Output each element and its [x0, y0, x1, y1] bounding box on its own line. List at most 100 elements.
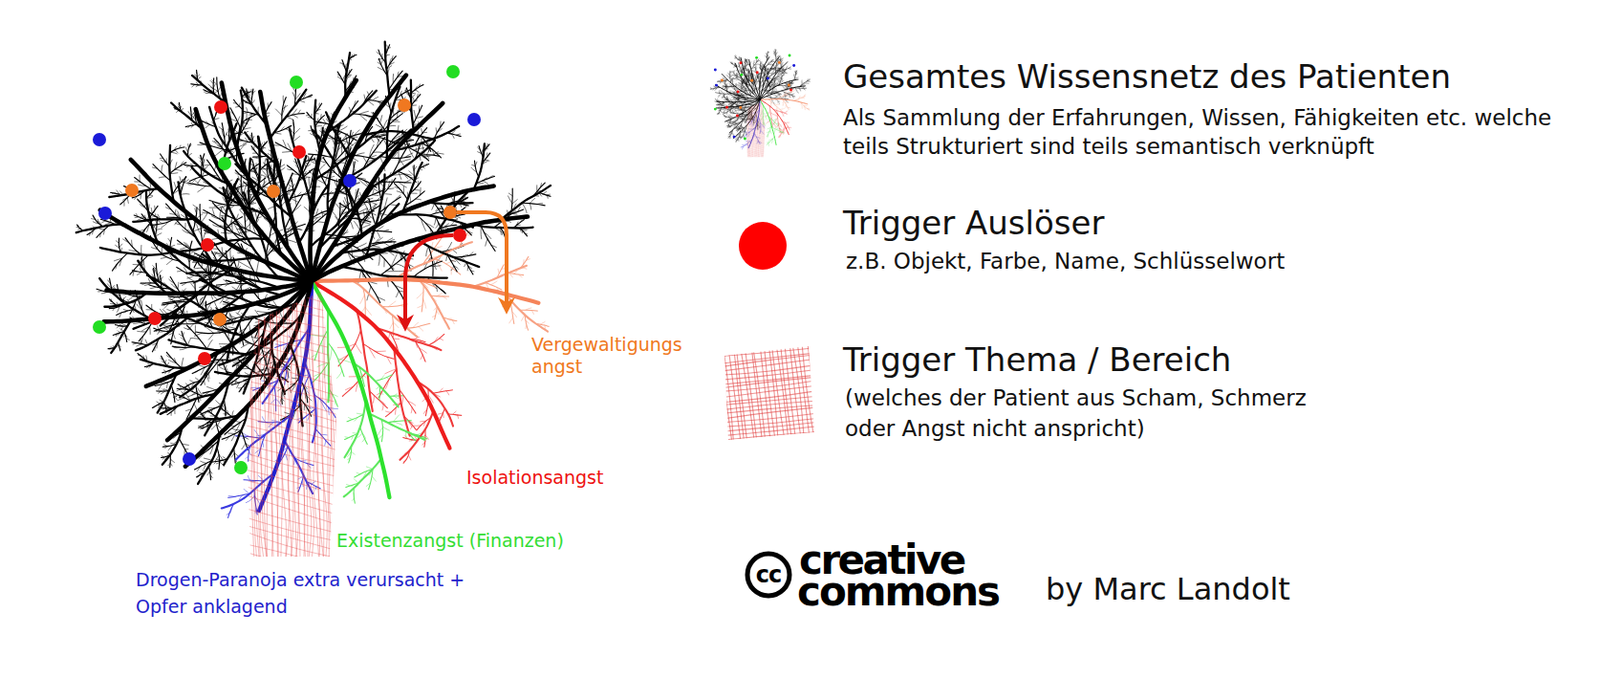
branch [140, 245, 142, 256]
branch [376, 230, 381, 238]
branch [203, 164, 212, 166]
branch [174, 169, 182, 172]
branch [255, 212, 258, 219]
branch [323, 123, 327, 128]
branch [416, 291, 424, 299]
branch [408, 454, 411, 460]
branch [133, 322, 141, 324]
branch [433, 216, 435, 225]
branch [360, 294, 366, 304]
branch [435, 222, 439, 228]
branch [355, 152, 365, 155]
branch [367, 91, 368, 95]
branch [336, 369, 343, 378]
branch [194, 267, 202, 270]
branch [372, 96, 378, 100]
branch [359, 110, 368, 114]
knowledge-tree [76, 42, 551, 585]
branch [127, 197, 129, 204]
branch [193, 227, 204, 232]
branch [521, 314, 525, 321]
branch [197, 186, 206, 193]
branch [368, 144, 374, 157]
branch [231, 316, 237, 319]
branch [230, 248, 233, 265]
branch [393, 414, 400, 422]
branch [181, 357, 184, 368]
branch [426, 246, 430, 257]
branch [187, 277, 195, 282]
branch [162, 308, 168, 313]
branch [353, 220, 360, 230]
branch [385, 270, 404, 272]
branch [329, 347, 332, 361]
branch [383, 193, 392, 195]
branch [395, 290, 399, 297]
branch [160, 257, 167, 260]
branch [509, 317, 514, 324]
branch [369, 201, 377, 205]
branch [290, 197, 299, 202]
branch [241, 443, 246, 450]
branch [423, 298, 427, 308]
branch [210, 80, 214, 84]
branch [308, 176, 310, 188]
branch [207, 339, 213, 348]
branch [351, 451, 356, 455]
branch [294, 194, 297, 206]
branch [331, 210, 339, 220]
branch [303, 206, 309, 211]
branch [324, 439, 326, 445]
branch [237, 116, 240, 122]
branch [372, 245, 381, 248]
branch [365, 306, 371, 315]
branch [161, 165, 163, 173]
branch [378, 253, 380, 265]
branch [446, 390, 450, 395]
branch [413, 109, 416, 118]
branch [360, 221, 370, 224]
branch [380, 115, 383, 124]
branch [540, 321, 545, 325]
branch [208, 84, 214, 89]
branch [294, 129, 301, 135]
branch [191, 282, 195, 288]
branch [240, 343, 250, 348]
branch [180, 247, 188, 250]
branch [410, 424, 412, 429]
branch [363, 211, 365, 218]
branch [148, 278, 152, 283]
branch [158, 176, 166, 178]
branch [418, 326, 424, 331]
branch [205, 124, 210, 129]
branch [157, 270, 162, 276]
branch [421, 128, 423, 133]
branch [198, 365, 206, 368]
branch [335, 203, 340, 210]
branch [167, 259, 173, 264]
branch [197, 414, 203, 417]
branch [409, 171, 414, 176]
branch [371, 475, 376, 481]
branch [372, 394, 374, 403]
branch [137, 330, 147, 333]
branch [356, 242, 367, 248]
branch [200, 460, 207, 463]
branch [233, 429, 242, 431]
branch [386, 410, 392, 412]
branch [383, 426, 390, 431]
branch [214, 252, 226, 254]
branch [211, 306, 214, 311]
branch [236, 312, 243, 317]
branch [129, 296, 135, 301]
branch [211, 424, 217, 431]
branch [432, 203, 435, 211]
branch [150, 286, 156, 289]
branch [207, 386, 217, 390]
branch [177, 397, 185, 401]
branch [249, 221, 252, 232]
branch [490, 281, 498, 285]
branch [173, 182, 176, 189]
branch [179, 176, 181, 183]
branch [245, 221, 253, 229]
